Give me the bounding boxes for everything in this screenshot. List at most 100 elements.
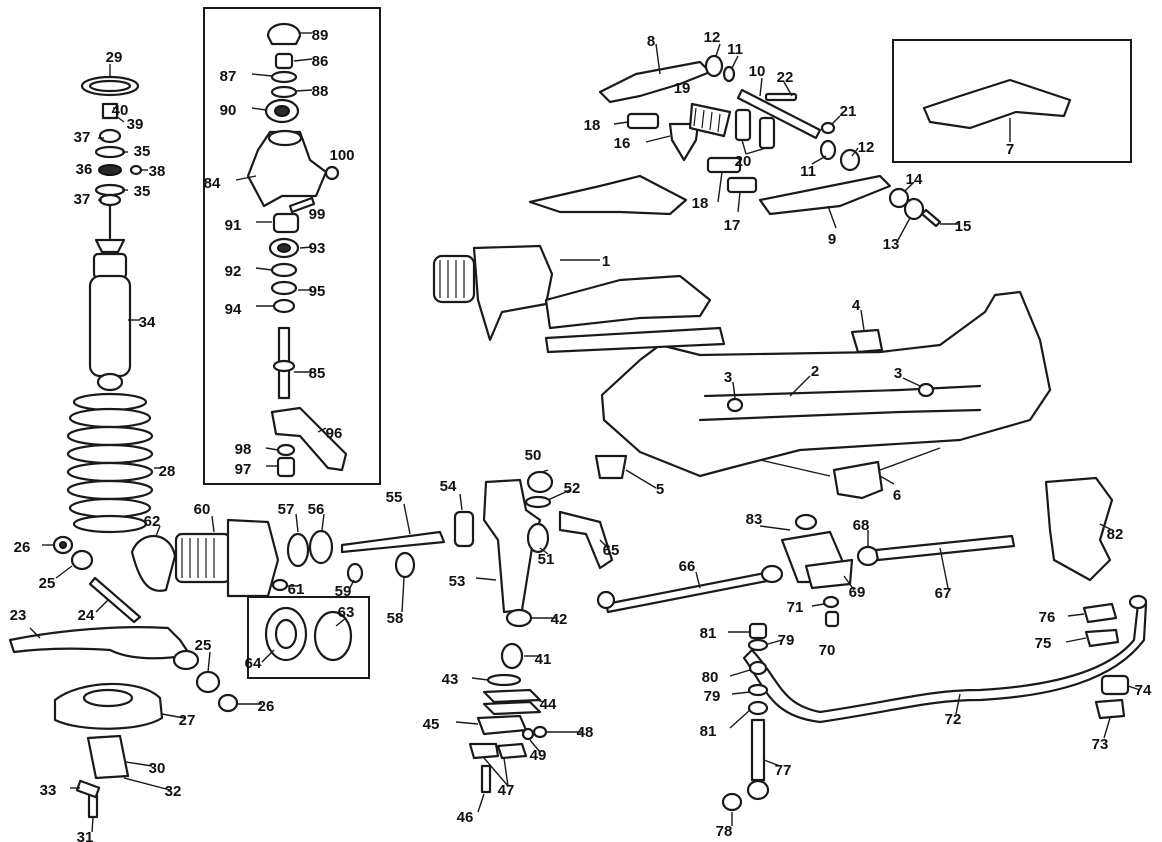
callout-label-95: 95: [309, 283, 326, 300]
callout-label-3a: 3: [724, 369, 732, 386]
callout-label-12a: 12: [704, 29, 721, 46]
spring-seat-ring: [80, 75, 140, 97]
callout-label-82: 82: [1107, 526, 1124, 543]
grease-nipple-100: [324, 165, 340, 181]
block-18b: [706, 156, 742, 174]
stub-hub-1: [432, 244, 554, 342]
callout-label-84: 84: [204, 175, 221, 192]
nut-97: [276, 456, 296, 478]
bushing-25-upper: [70, 549, 94, 571]
callout-label-24: 24: [78, 607, 95, 624]
callout-label-16: 16: [614, 135, 631, 152]
callout-label-56: 56: [308, 501, 325, 518]
washer-94: [272, 298, 296, 314]
lower-wishbone-23: [8, 626, 200, 671]
bushing-26-upper: [52, 535, 74, 555]
bush-74: [1100, 674, 1130, 696]
callout-label-5: 5: [656, 481, 664, 498]
callout-label-39: 39: [127, 116, 144, 133]
bushing-26-lower: [217, 693, 239, 713]
callout-label-86: 86: [312, 53, 329, 70]
inset-box-upper-arm-assembled: [892, 39, 1132, 163]
callout-label-96: 96: [326, 425, 343, 442]
kingpin-85: [272, 326, 296, 400]
bracket-30: [86, 734, 130, 780]
callout-label-52: 52: [564, 480, 581, 497]
callout-label-92: 92: [225, 263, 242, 280]
callout-label-67: 67: [935, 585, 952, 602]
callout-label-32: 32: [165, 783, 182, 800]
callout-label-90: 90: [220, 102, 237, 119]
plates-47: [468, 742, 528, 760]
bearing-93: [268, 237, 300, 259]
link-stack: [746, 622, 770, 801]
callout-label-60: 60: [194, 501, 211, 518]
nut-70: [824, 610, 840, 628]
callout-label-25b: 25: [195, 637, 212, 654]
bush-13: [903, 197, 925, 221]
callout-label-14: 14: [906, 171, 923, 188]
callout-label-99: 99: [309, 206, 326, 223]
callout-label-93: 93: [309, 240, 326, 257]
nut-61: [271, 578, 289, 592]
bush-12b: [839, 148, 861, 172]
nut-48: [532, 725, 548, 739]
callout-label-53: 53: [449, 573, 466, 590]
callout-label-81b: 81: [700, 723, 717, 740]
bush-76: [1082, 602, 1118, 624]
callout-label-91: 91: [225, 217, 242, 234]
callout-label-55: 55: [386, 489, 403, 506]
callout-label-25a: 25: [39, 575, 56, 592]
shaft-10: [736, 88, 822, 140]
callout-label-80: 80: [702, 669, 719, 686]
drag-link-67: [874, 534, 1016, 562]
callout-label-46: 46: [457, 809, 474, 826]
bearing-90: [264, 98, 300, 124]
callout-label-74: 74: [1135, 682, 1152, 699]
callout-label-8: 8: [647, 33, 655, 50]
callout-label-81a: 81: [700, 625, 717, 642]
callout-label-37b: 37: [74, 191, 91, 208]
callout-label-35b: 35: [134, 183, 151, 200]
callout-label-19: 19: [674, 80, 691, 97]
spacer-54: [453, 510, 475, 548]
bracket-6: [832, 460, 884, 500]
callout-label-10: 10: [749, 63, 766, 80]
callout-label-15: 15: [955, 218, 972, 235]
callout-label-37a: 37: [74, 129, 91, 146]
callout-label-20: 20: [735, 153, 752, 170]
buffer-5: [594, 454, 628, 480]
callout-label-49: 49: [530, 747, 547, 764]
callout-label-64: 64: [245, 655, 262, 672]
plates-20: [734, 108, 776, 150]
arm-8: [598, 60, 712, 104]
bush-12a: [704, 54, 724, 78]
callout-label-87: 87: [220, 68, 237, 85]
inset-box-hub-seal: [247, 596, 370, 679]
brake-plate-64: [264, 606, 308, 662]
callout-label-76: 76: [1039, 609, 1056, 626]
arm-9: [758, 174, 892, 216]
callout-label-65: 65: [603, 542, 620, 559]
callout-label-12b: 12: [858, 139, 875, 156]
callout-label-36: 36: [76, 161, 93, 178]
callout-label-30: 30: [149, 760, 166, 777]
lower-bush-42: [505, 608, 533, 628]
block-17: [726, 176, 758, 194]
callout-label-79b: 79: [704, 688, 721, 705]
clamp-75: [1084, 628, 1120, 648]
callout-label-98: 98: [235, 441, 252, 458]
spring-pan-27: [53, 682, 164, 730]
steering-arm-96: [270, 406, 348, 472]
callout-label-47: 47: [498, 782, 515, 799]
dust-cap-89: [266, 22, 302, 46]
callout-label-62: 62: [144, 513, 161, 530]
callout-label-18a: 18: [584, 117, 601, 134]
callout-label-7: 7: [1006, 141, 1014, 158]
nut-78: [721, 792, 743, 812]
inset-box-kingpin-assembly: [203, 7, 381, 485]
washer-58: [394, 551, 416, 579]
upper-arm-assembly: [528, 174, 726, 354]
callout-label-9: 9: [828, 231, 836, 248]
pin-99: [288, 196, 316, 214]
